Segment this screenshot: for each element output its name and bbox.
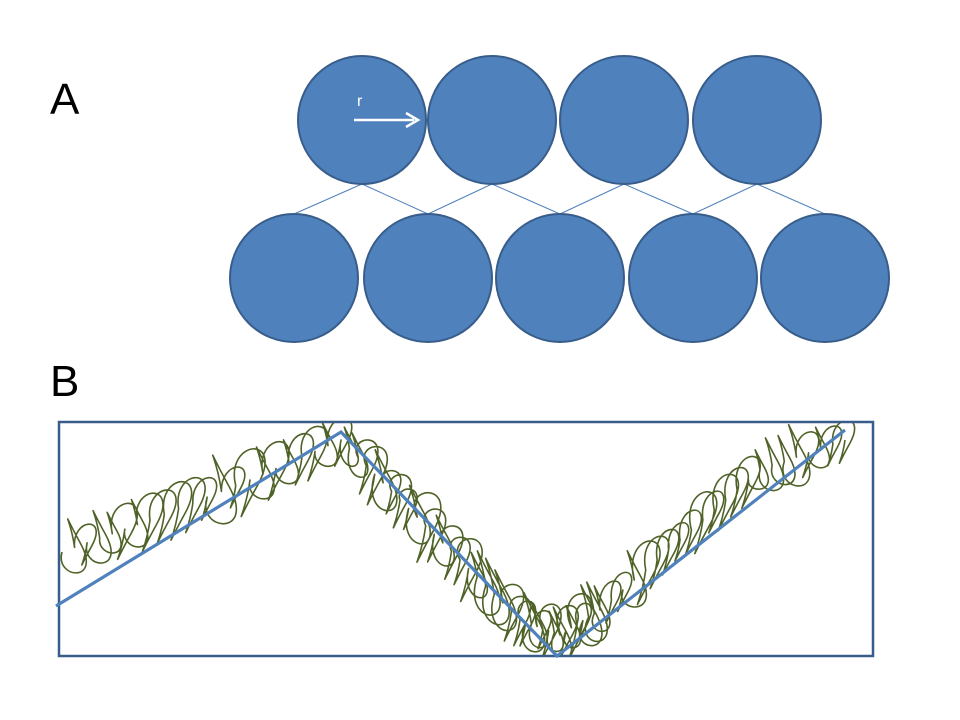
polymer-chain xyxy=(60,423,856,655)
bead-link xyxy=(559,183,625,215)
radius-label: r xyxy=(357,93,363,110)
zigzag-backbone xyxy=(55,428,846,659)
bead-link xyxy=(623,183,694,215)
panel-label-a: A xyxy=(50,75,80,124)
panel-b-frame xyxy=(57,420,875,658)
bead-link xyxy=(756,183,826,215)
bead-link xyxy=(491,183,561,215)
bead-bottom xyxy=(760,213,890,343)
bead-bottom xyxy=(495,213,625,343)
bead-bottom xyxy=(229,213,359,343)
bead-top xyxy=(692,55,822,185)
panel-label-b: B xyxy=(50,357,80,406)
radius-arrow xyxy=(354,111,421,129)
bead-bottom xyxy=(363,213,493,343)
bead-top xyxy=(559,55,689,185)
bead-top xyxy=(427,55,557,185)
bead-link xyxy=(692,183,758,215)
bead-links xyxy=(293,183,826,215)
bead-link xyxy=(427,183,493,215)
bead-link xyxy=(293,183,363,215)
bead-link xyxy=(361,183,429,215)
bead-bottom xyxy=(628,213,758,343)
bead-row-bottom xyxy=(229,213,890,343)
